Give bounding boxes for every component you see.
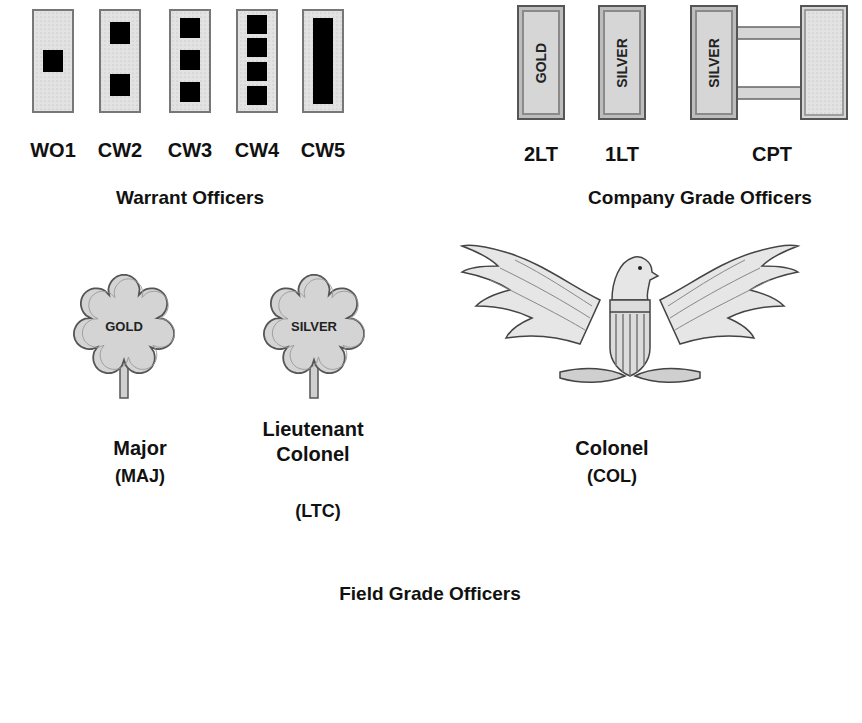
oak-leaf: GOLD — [68, 272, 180, 400]
captain-bars — [736, 6, 847, 119]
group-heading: Field Grade Officers — [339, 582, 521, 606]
lieutenant-bar: SILVER — [598, 5, 646, 120]
rank-name: Major — [113, 436, 166, 461]
rank-code: CW2 — [98, 138, 142, 163]
metal-label: GOLD — [105, 318, 143, 333]
group-heading: Company Grade Officers — [588, 186, 812, 210]
oak-leaf-shape — [258, 272, 370, 400]
rank-code: CW3 — [168, 138, 212, 163]
rank-code: (MAJ) — [115, 465, 165, 488]
rank-code: (COL) — [587, 465, 637, 488]
leaf-outline — [74, 275, 174, 373]
rank-name: Colonel — [575, 436, 648, 461]
leaf-outline — [264, 275, 364, 373]
lieutenant-bar: GOLD — [517, 5, 565, 120]
metal-label: GOLD — [533, 42, 549, 82]
metal-label: SILVER — [614, 38, 630, 88]
eagle-insignia — [462, 245, 798, 382]
rank-code: CPT — [752, 142, 792, 167]
rank-code: 1LT — [605, 142, 639, 167]
rank-code: WO1 — [30, 138, 76, 163]
rank-code: 2LT — [524, 142, 558, 167]
rank-name: Lieutenant Colonel — [248, 417, 378, 467]
metal-label: SILVER — [706, 38, 722, 88]
leaf-bevel — [82, 279, 174, 370]
rank-code: CW5 — [301, 138, 345, 163]
leaf-bevel — [272, 279, 364, 370]
metal-label: SILVER — [291, 318, 337, 333]
group-heading: Warrant Officers — [116, 186, 264, 210]
warrant-bars — [33, 10, 343, 112]
lieutenant-bar: SILVER — [690, 5, 738, 120]
rank-code: (LTC) — [295, 500, 341, 523]
rank-code: CW4 — [235, 138, 279, 163]
oak-leaf-shape — [68, 272, 180, 400]
oak-leaf: SILVER — [258, 272, 370, 400]
